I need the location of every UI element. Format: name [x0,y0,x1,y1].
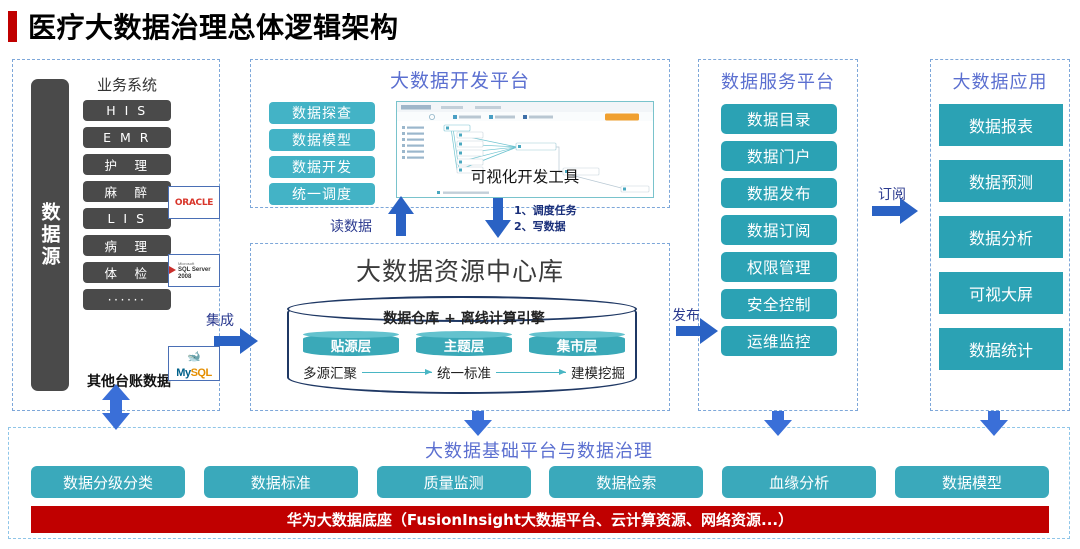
app-button[interactable]: 数据报表 [939,104,1063,146]
data-service-buttons: 数据目录 数据门户 数据发布 数据订阅 权限管理 安全控制 运维监控 [721,104,837,356]
governance-buttons: 数据分级分类 数据标准 质量监测 数据检索 血缘分析 数据模型 [31,466,1049,498]
layer-box[interactable]: 主题层 [416,331,512,356]
data-service-panel: 数据服务平台 数据目录 数据门户 数据发布 数据订阅 权限管理 安全控制 运维监… [698,59,858,411]
sql-server-flag-icon [169,266,176,275]
dev-platform-buttons: 数据探查 数据模型 数据开发 统一调度 [269,102,375,205]
app-button[interactable]: 数据统计 [939,328,1063,370]
governance-button[interactable]: 数据分级分类 [31,466,185,498]
publish-arrow-icon [676,318,718,344]
resource-center-panel: 大数据资源中心库 数据仓库 + 离线计算引擎 贴源层 主题层 集市层 多源汇聚 … [250,243,670,411]
service-button[interactable]: 安全控制 [721,289,837,319]
data-warehouse-cylinder: 数据仓库 + 离线计算引擎 贴源层 主题层 集市层 多源汇聚 统一标准 建模挖掘 [287,296,637,394]
integrate-arrow-icon [214,328,258,354]
system-box[interactable]: 麻 醉 [83,181,171,202]
governance-connector-arrow-icon [764,411,792,436]
governance-connector-arrow-icon [464,411,492,436]
dolphin-icon: 🐋 [187,350,201,363]
business-system-list: H I S E M R 护 理 麻 醉 L I S 病 理 体 检 ······ [83,100,171,310]
governance-button[interactable]: 数据检索 [549,466,704,498]
dev-button[interactable]: 数据开发 [269,156,375,178]
dev-platform-panel: 大数据开发平台 数据探查 数据模型 数据开发 统一调度 [250,59,670,208]
system-box[interactable]: ······ [83,289,171,310]
cylinder-top-ellipse [287,296,637,322]
warehouse-layers: 贴源层 主题层 集市层 [303,331,625,356]
governance-panel: 大数据基础平台与数据治理 数据分级分类 数据标准 质量监测 数据检索 血缘分析 … [8,427,1070,539]
system-box[interactable]: H I S [83,100,171,121]
visual-dev-tool-screenshot[interactable] [396,101,654,198]
service-button[interactable]: 数据目录 [721,104,837,134]
app-button[interactable]: 可视大屏 [939,272,1063,314]
mysql-logo: 🐋 MySQL [168,346,220,381]
business-system-heading: 业务系统 [96,76,157,94]
title-accent-bar [8,10,17,42]
system-box[interactable]: 病 理 [83,235,171,256]
governance-button[interactable]: 质量监测 [376,466,531,498]
sql-server-logo: Microsoft SQL Server 2008 [168,254,220,287]
service-button[interactable]: 数据门户 [721,141,837,171]
data-service-title: 数据服务平台 [721,72,835,93]
write-data-arrow-icon [485,198,511,238]
dev-button[interactable]: 数据模型 [269,129,375,151]
flow-arrow-icon [362,368,432,375]
service-button[interactable]: 运维监控 [721,326,837,356]
system-box[interactable]: 体 检 [83,262,171,283]
system-box[interactable]: L I S [83,208,171,229]
dev-platform-title: 大数据开发平台 [389,70,530,92]
page-title: 医疗大数据治理总体逻辑架构 [8,6,399,46]
governance-title: 大数据基础平台与数据治理 [425,441,653,462]
governance-connector-arrow-icon [102,384,130,430]
write-data-label: 1、调度任务 2、写数据 [514,204,577,233]
app-button[interactable]: 数据预测 [939,160,1063,202]
other-ledger-data-label: 其他台账数据 [87,374,171,390]
service-button[interactable]: 数据发布 [721,178,837,208]
governance-connector-arrow-icon [980,411,1008,436]
application-buttons: 数据报表 数据预测 数据分析 可视大屏 数据统计 [939,104,1063,370]
flow-label: 统一标准 [437,366,491,382]
governance-button[interactable]: 数据模型 [894,466,1049,498]
data-source-vertical-label: 数据源 [31,79,69,391]
data-source-panel: 数据源 业务系统 H I S E M R 护 理 麻 醉 L I S 病 理 体… [12,59,220,411]
flow-arrow-icon [496,368,566,375]
huawei-foundation-bar: 华为大数据底座（FusionInsight大数据平台、云计算资源、网络资源...… [31,506,1049,533]
read-data-label: 读数据 [330,219,372,235]
service-button[interactable]: 数据订阅 [721,215,837,245]
big-data-application-panel: 大数据应用 数据报表 数据预测 数据分析 可视大屏 数据统计 [930,59,1070,411]
publish-label: 发布 [672,308,700,324]
flow-label: 多源汇聚 [303,366,357,382]
dev-button[interactable]: 数据探查 [269,102,375,124]
layer-box[interactable]: 贴源层 [303,331,399,356]
service-button[interactable]: 权限管理 [721,252,837,282]
governance-button[interactable]: 数据标准 [203,466,358,498]
dev-button[interactable]: 统一调度 [269,183,375,205]
read-data-arrow-icon [388,196,414,236]
oracle-logo: ORACLE [168,186,220,219]
cylinder-header-label: 数据仓库 + 离线计算引擎 [383,311,545,327]
subscribe-arrow-icon [872,198,918,224]
resource-center-title: 大数据资源中心库 [355,257,564,286]
subscribe-label: 订阅 [878,187,906,203]
layer-flow: 多源汇聚 统一标准 建模挖掘 [303,362,625,382]
app-button[interactable]: 数据分析 [939,216,1063,258]
system-box[interactable]: E M R [83,127,171,148]
flow-label: 建模挖掘 [571,366,625,382]
big-data-application-title: 大数据应用 [952,72,1048,93]
governance-button[interactable]: 血缘分析 [722,466,877,498]
page-title-text: 医疗大数据治理总体逻辑架构 [28,11,399,44]
layer-box[interactable]: 集市层 [529,331,625,356]
system-box[interactable]: 护 理 [83,154,171,175]
integrate-label: 集成 [206,313,234,329]
visual-dev-tool-caption: 可视化开发工具 [470,168,580,186]
